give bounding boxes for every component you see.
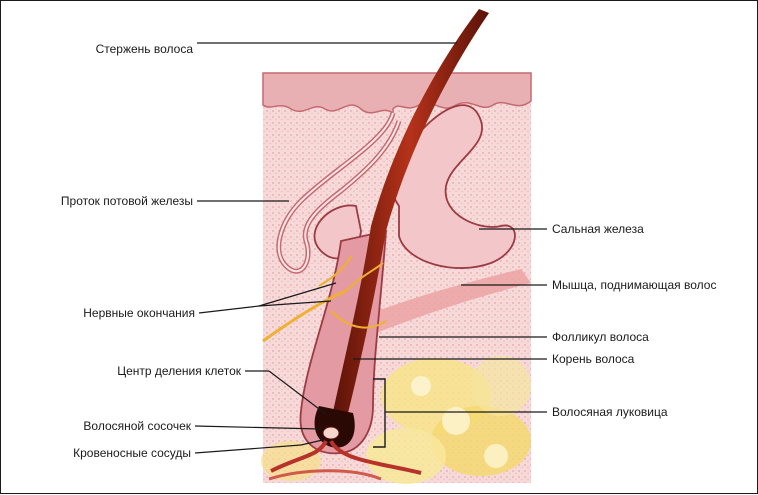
- hair-papilla: [323, 427, 339, 439]
- label-hair-follicle: Фолликул волоса: [552, 330, 649, 344]
- label-nerve-endings: Нервные окончания: [31, 306, 195, 320]
- label-blood-vessels: Кровеносные сосуды: [21, 446, 191, 460]
- label-hair-bulb: Волосяная луковица: [552, 405, 668, 419]
- label-sweat-duct: Проток потовой железы: [9, 194, 193, 208]
- label-arrector-muscle: Мышца, поднимающая волос: [552, 278, 752, 292]
- label-hair-papilla: Волосяной сосочек: [21, 419, 191, 433]
- label-hair-root: Корень волоса: [552, 352, 634, 366]
- label-hair-shaft: Стержень волоса: [61, 42, 193, 56]
- label-sebaceous-gland: Сальная железа: [552, 222, 644, 236]
- label-cell-division-center: Центр деления клеток: [41, 364, 241, 378]
